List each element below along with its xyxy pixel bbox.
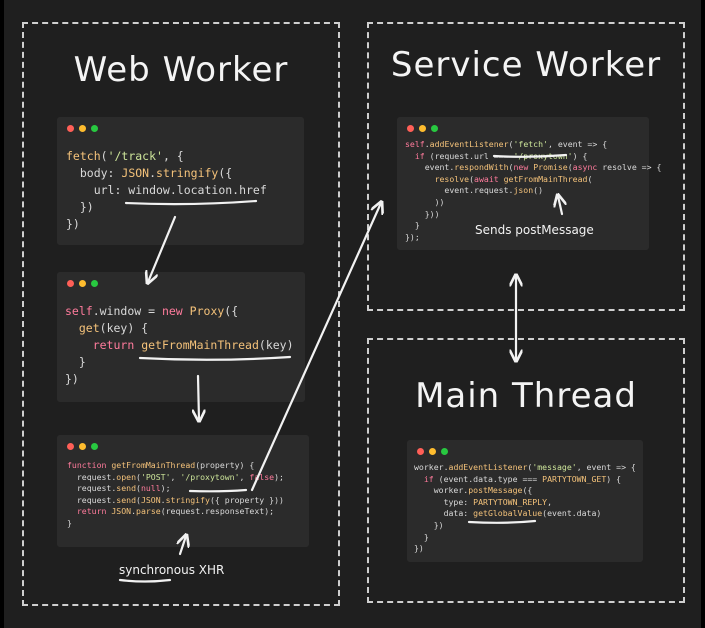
maximize-dot: [91, 280, 98, 287]
code-line: }): [66, 217, 80, 231]
code-line: }): [414, 543, 424, 554]
proxy-code: self.window = new Proxy({ get(key) { ret…: [65, 303, 294, 388]
code-line: data: getGlobalValue(event.data): [414, 508, 602, 519]
minimize-dot: [429, 448, 436, 455]
maximize-dot: [441, 448, 448, 455]
code-line: request.send(JSON.stringify({ property }…: [67, 494, 284, 505]
code-line: url: window.location.href: [66, 183, 267, 197]
code-line: })): [405, 208, 440, 219]
code-line: return JSON.parse(request.responseText);: [76, 506, 275, 517]
synchronous-xhr-note: synchronous XHR: [119, 563, 225, 577]
code-line: resolve(await getFromMainThread(: [434, 173, 593, 184]
main-thread-code: worker.addEventListener('message', event…: [414, 462, 636, 555]
code-line: self.window = new Proxy({: [65, 304, 239, 318]
code-line: });: [405, 231, 420, 242]
minimize-dot: [79, 443, 86, 450]
arrow-note-to-xhr-code: [180, 536, 186, 556]
code-line: self.addEventListener('fetch', event => …: [405, 139, 608, 149]
fetch-code-panel: fetch('/track', { body: JSON.stringify({…: [57, 117, 304, 245]
code-line: }: [67, 517, 72, 528]
close-dot: [67, 280, 74, 287]
code-line: get(key) {: [78, 321, 149, 335]
close-dot: [407, 125, 414, 132]
main-thread-code-panel: worker.addEventListener('message', event…: [407, 440, 643, 562]
sends-postmessage-note: Sends postMessage: [475, 223, 594, 237]
main-thread-title: Main Thread: [415, 376, 637, 416]
underline-window-location: [124, 199, 258, 206]
code-line: request.open('POST', '/proxytown', false…: [67, 471, 284, 482]
fetch-code: fetch('/track', { body: JSON.stringify({…: [66, 148, 267, 233]
maximize-dot: [91, 125, 98, 132]
window-controls: [67, 443, 98, 450]
minimize-dot: [79, 125, 86, 132]
close-dot: [67, 125, 74, 132]
close-dot: [67, 443, 74, 450]
window-controls: [417, 448, 448, 455]
code-line: if (event.data.type === PARTYTOWN_GET) {: [423, 473, 622, 484]
window-controls: [67, 125, 98, 132]
code-line: function getFromMainThread(property) {: [67, 460, 255, 470]
main-thread-box: [367, 338, 685, 603]
code-line: type: PARTYTOWN_REPLY,: [414, 496, 553, 507]
code-line: }): [414, 519, 444, 530]
window-controls: [407, 125, 438, 132]
code-line: worker.postMessage({: [414, 485, 533, 496]
xhr-code: function getFromMainThread(property) { r…: [67, 460, 284, 530]
web-worker-box: [22, 22, 340, 606]
code-line: }): [66, 200, 94, 214]
close-dot: [417, 448, 424, 455]
underline-proxytown: [188, 488, 248, 493]
code-line: return getFromMainThread(key): [92, 338, 294, 352]
code-line: }): [65, 372, 79, 386]
code-line: worker.addEventListener('message', event…: [414, 462, 636, 472]
service-worker-title: Service Worker: [390, 45, 662, 85]
underline-synchronous: [118, 578, 172, 583]
proxy-code-panel: self.window = new Proxy({ get(key) { ret…: [57, 272, 305, 402]
arrow-xhr-to-service-worker: [250, 203, 381, 492]
xhr-code-panel: function getFromMainThread(property) { r…: [57, 435, 309, 547]
code-line: event.request.json(): [405, 185, 544, 196]
arrow-note-to-sw-code: [558, 196, 562, 216]
code-line: request.send(null);: [67, 483, 171, 494]
code-line: event.respondWith(new Promise(async reso…: [405, 162, 662, 173]
minimize-dot: [419, 125, 426, 132]
underline-getfrommainthread: [138, 355, 292, 361]
code-line: }: [65, 355, 86, 369]
maximize-dot: [91, 443, 98, 450]
window-controls: [67, 280, 98, 287]
maximize-dot: [431, 125, 438, 132]
service-worker-code-panel: self.addEventListener('fetch', event => …: [397, 117, 661, 250]
code-line: }: [405, 220, 420, 231]
code-line: }: [414, 531, 429, 542]
minimize-dot: [79, 280, 86, 287]
code-line: fetch('/track', {: [66, 149, 184, 163]
web-worker-title: Web Worker: [73, 50, 289, 90]
code-line: body: JSON.stringify({: [66, 166, 233, 180]
service-worker-box: [367, 22, 685, 311]
arrow-fetch-to-proxy: [148, 215, 177, 282]
underline-getglobalvalue: [467, 519, 537, 524]
arrow-proxy-to-xhr: [198, 374, 199, 420]
underline-sw-getfrommainthread: [492, 153, 568, 158]
code-line: )): [405, 196, 445, 207]
